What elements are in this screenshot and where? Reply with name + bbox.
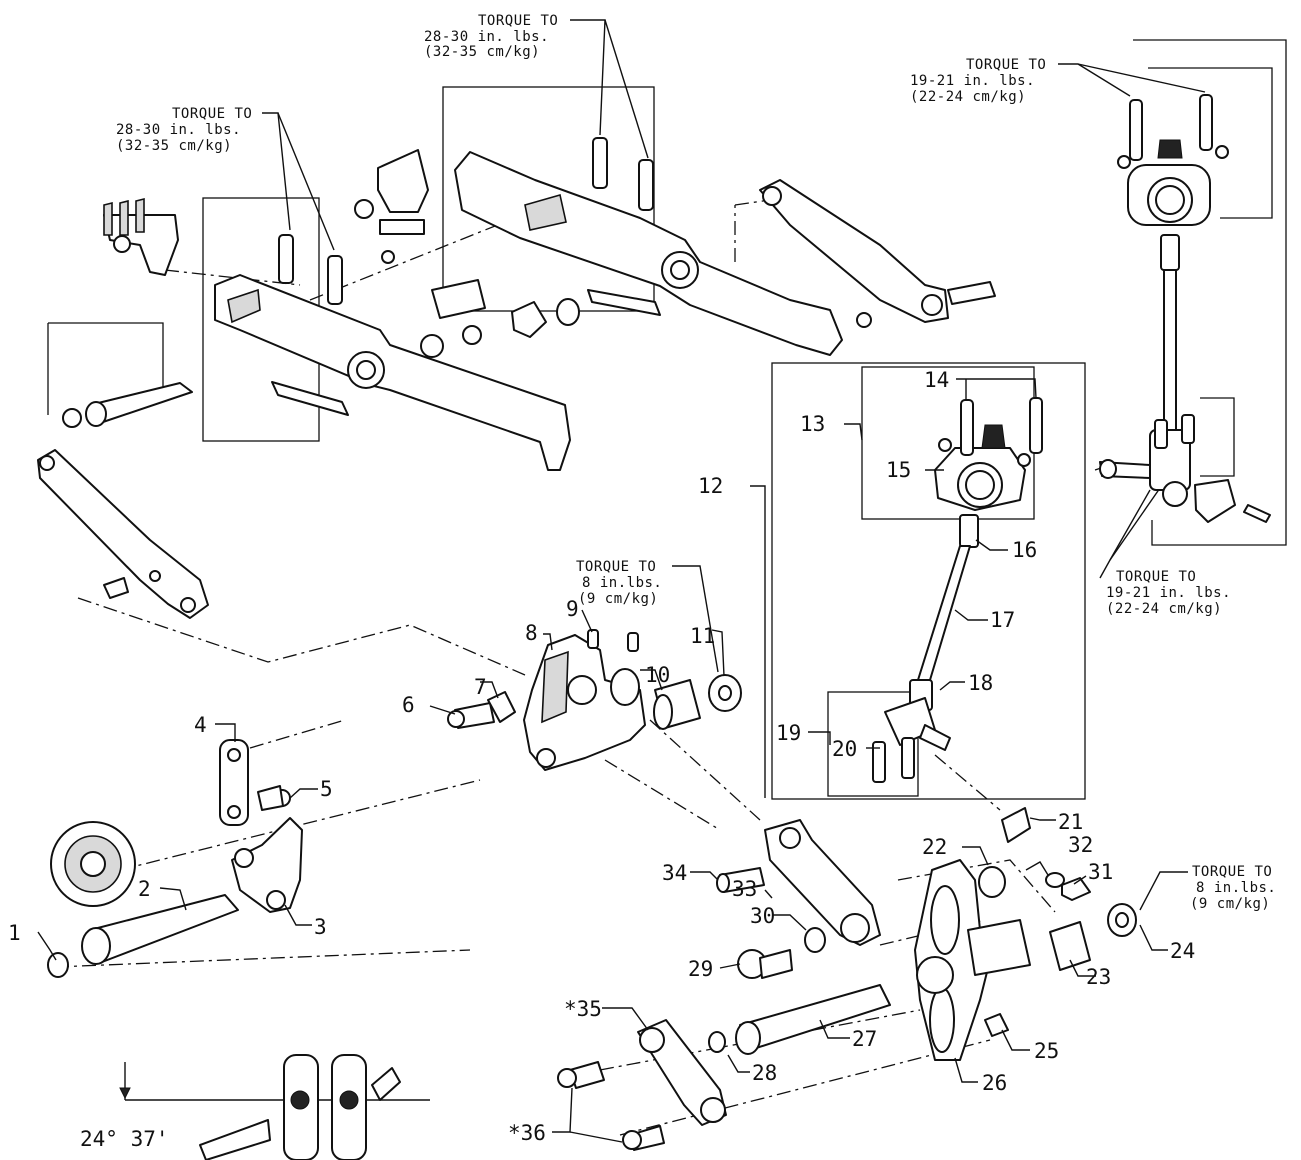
callout-10: 10	[645, 663, 670, 687]
svg-text:(9 cm/kg): (9 cm/kg)	[1190, 896, 1270, 912]
callout-6: 6	[402, 693, 415, 717]
callout-23: 23	[1086, 965, 1111, 989]
torque-note-top-right: TORQUE TO 19-21 in. lbs. (22-24 cm/kg)	[910, 57, 1046, 105]
callout-13: 13	[800, 412, 825, 436]
feed-gauge	[119, 1054, 430, 1160]
svg-text:28-30 in. lbs.: 28-30 in. lbs.	[116, 122, 241, 138]
crank-arm-top	[759, 179, 996, 328]
svg-text:(32-35 cm/kg): (32-35 cm/kg)	[116, 138, 232, 154]
callout-18: 18	[968, 671, 993, 695]
callout-12: 12	[698, 474, 723, 498]
svg-text:TORQUE TO: TORQUE TO	[576, 559, 656, 575]
parts-21-36	[557, 807, 1137, 1151]
callout-21: 21	[1058, 810, 1083, 834]
callout-28: 28	[752, 1061, 777, 1085]
callout-22: 22	[922, 835, 947, 859]
connecting-rod-assembly	[872, 397, 1043, 783]
callout-32: 32	[1068, 833, 1093, 857]
callout-8: 8	[525, 621, 538, 645]
screws-upper-center	[592, 137, 654, 211]
callout-30: 30	[750, 904, 775, 928]
small-parts-center	[447, 629, 742, 730]
bracket-8	[523, 634, 646, 771]
torque-note-center: TORQUE TO 8 in.lbs. (9 cm/kg)	[576, 559, 662, 607]
callout-27: 27	[852, 1027, 877, 1051]
parts-1-5	[47, 739, 303, 978]
svg-text:TORQUE TO: TORQUE TO	[1116, 569, 1196, 585]
feed-bar-right	[454, 151, 843, 356]
svg-text:(22-24 cm/kg): (22-24 cm/kg)	[1106, 601, 1222, 617]
svg-text:19-21 in. lbs.: 19-21 in. lbs.	[910, 73, 1035, 89]
callout-24: 24	[1170, 939, 1195, 963]
bushings-center	[420, 279, 580, 358]
callout-numbers: 1 2 3 4 5 6 7 8 9 10 11 12 13 14 15 16 1…	[8, 368, 1195, 1151]
torque-leaders	[262, 19, 1206, 911]
svg-text:8 in.lbs.: 8 in.lbs.	[582, 575, 662, 591]
eccentric-rod-top	[1099, 94, 1271, 523]
svg-text:(9 cm/kg): (9 cm/kg)	[578, 591, 658, 607]
shaft-left	[62, 382, 193, 428]
svg-text:TORQUE TO: TORQUE TO	[1192, 864, 1272, 880]
callout-1: 1	[8, 921, 21, 945]
callout-25: 25	[1034, 1039, 1059, 1063]
callout-29: 29	[688, 957, 713, 981]
svg-text:8 in.lbs.: 8 in.lbs.	[1196, 880, 1276, 896]
torque-note-top-left: TORQUE TO 28-30 in. lbs. (32-35 cm/kg)	[116, 106, 252, 154]
svg-text:TORQUE TO: TORQUE TO	[966, 57, 1046, 73]
angle-label: 24° 37'	[80, 1127, 169, 1151]
callout-31: 31	[1088, 860, 1113, 884]
callout-20: 20	[832, 737, 857, 761]
callout-5: 5	[320, 777, 333, 801]
torque-note-bottom-right: TORQUE TO 8 in.lbs. (9 cm/kg)	[1190, 864, 1276, 912]
callout-36: *36	[508, 1121, 546, 1145]
svg-text:TORQUE TO: TORQUE TO	[478, 13, 558, 29]
callout-9: 9	[566, 597, 579, 621]
callout-19: 19	[776, 721, 801, 745]
callout-7: 7	[474, 675, 487, 699]
callout-35: *35	[564, 997, 602, 1021]
callout-leaders	[37, 378, 1168, 1143]
svg-text:TORQUE TO: TORQUE TO	[172, 106, 252, 122]
callout-34: 34	[662, 861, 687, 885]
svg-text:(22-24 cm/kg): (22-24 cm/kg)	[910, 89, 1026, 105]
svg-text:19-21 in. lbs.: 19-21 in. lbs.	[1106, 585, 1231, 601]
callout-3: 3	[314, 915, 327, 939]
callout-15: 15	[886, 458, 911, 482]
callout-11: 11	[690, 624, 715, 648]
callout-26: 26	[982, 1071, 1007, 1095]
assembly-frames	[47, 39, 1287, 800]
torque-note-top-center: TORQUE TO 28-30 in. lbs. (32-35 cm/kg)	[424, 13, 558, 60]
svg-text:(32-35 cm/kg): (32-35 cm/kg)	[424, 44, 540, 60]
torque-note-right-middle: TORQUE TO 19-21 in. lbs. (22-24 cm/kg)	[1106, 569, 1231, 617]
feed-dog-left	[103, 197, 179, 276]
callout-17: 17	[990, 608, 1015, 632]
link-arm-left	[37, 449, 209, 619]
svg-text:28-30 in. lbs.: 28-30 in. lbs.	[424, 29, 549, 45]
callout-16: 16	[1012, 538, 1037, 562]
callout-14: 14	[924, 368, 949, 392]
screws-upper-left	[278, 234, 343, 305]
callout-2: 2	[138, 877, 151, 901]
feed-bar-left	[214, 274, 571, 471]
callout-33: 33	[732, 877, 757, 901]
callout-4: 4	[194, 713, 207, 737]
feed-dog-top	[354, 149, 429, 264]
